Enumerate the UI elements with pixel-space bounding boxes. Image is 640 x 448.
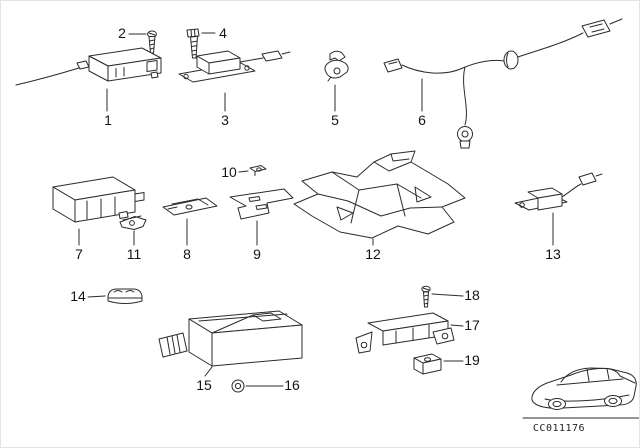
part-label-19: 19	[464, 352, 480, 368]
part-label-14: 14	[70, 288, 86, 304]
part-label-10: 10	[221, 164, 237, 180]
part-10-clip-nut-drawing	[249, 165, 267, 176]
part-7-control-unit-drawing	[52, 176, 145, 223]
leader-line-10	[238, 170, 249, 173]
part-label-13: 13	[545, 246, 561, 262]
part-label-11: 11	[127, 246, 142, 262]
part-8-bracket-drawing	[162, 197, 218, 216]
part-2-screw-drawing	[147, 30, 157, 54]
part-4-screw-drawing	[186, 28, 200, 59]
part-label-3: 3	[221, 112, 229, 128]
part-label-12: 12	[365, 246, 381, 262]
part-9-bracket-drawing	[229, 188, 294, 220]
part-label-2: 2	[118, 25, 126, 41]
part-1-control-module-with-cable-drawing	[15, 47, 162, 86]
part-16-nut-drawing	[231, 379, 245, 393]
part-label-15: 15	[196, 377, 212, 393]
leader-lines	[78, 32, 554, 387]
part-label-4: 4	[219, 25, 227, 41]
part-label-6: 6	[418, 112, 426, 128]
part-5-clamp-drawing	[324, 50, 349, 82]
part-19-clip-nut-drawing	[413, 353, 442, 375]
part-label-17: 17	[464, 317, 480, 333]
part-3-module-with-bracket-drawing	[178, 50, 291, 83]
part-label-18: 18	[464, 287, 480, 303]
part-18-screw-drawing	[421, 285, 431, 308]
part-12-mounting-plate-drawing	[293, 150, 466, 239]
leader-line-15	[204, 366, 213, 377]
part-label-7: 7	[75, 246, 83, 262]
part-17-module-with-bracket-drawing	[355, 312, 455, 354]
diagram-code: CC011176	[533, 423, 585, 434]
part-label-16: 16	[284, 377, 300, 393]
car-thumbnail	[531, 367, 637, 410]
part-13-impact-sensor-drawing	[514, 172, 603, 211]
leader-line-14	[87, 295, 106, 298]
part-label-5: 5	[331, 112, 339, 128]
part-label-9: 9	[253, 246, 261, 262]
leader-line-18	[431, 293, 464, 297]
leader-line-17	[450, 324, 464, 327]
part-11-bracket-drawing	[119, 215, 147, 230]
part-label-1: 1	[104, 112, 112, 128]
part-15-airbag-control-unit-drawing	[158, 310, 303, 367]
part-label-8: 8	[183, 246, 191, 262]
part-6-wiring-harness-drawing	[383, 18, 623, 149]
part-14-clip-drawing	[107, 288, 143, 304]
